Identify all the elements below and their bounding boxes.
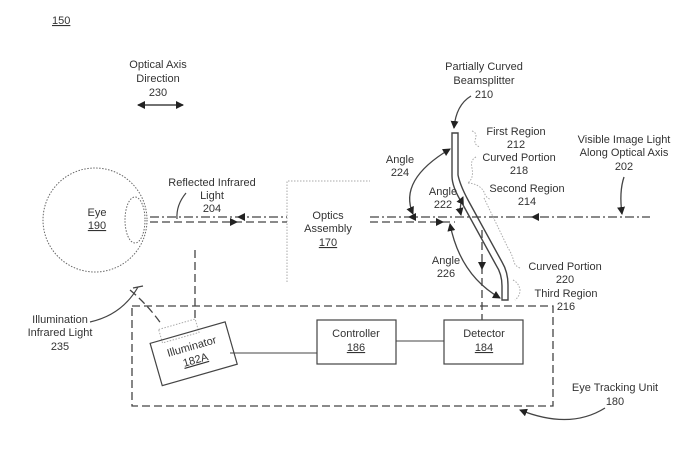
svg-text:235: 235: [51, 341, 69, 353]
svg-text:Illumination: Illumination: [32, 314, 88, 326]
svg-text:170: 170: [319, 237, 337, 249]
arrow-left-icon: [237, 213, 245, 221]
svg-text:Angle: Angle: [429, 186, 457, 198]
eye-lens: [124, 196, 146, 244]
leader-arrow: [450, 95, 472, 129]
brace-second-region: [467, 182, 491, 200]
svg-text:180: 180: [606, 396, 624, 408]
svg-text:222: 222: [434, 199, 452, 211]
eye-tracking-unit-box: [131, 305, 554, 407]
svg-text:Infrared Light: Infrared Light: [28, 327, 93, 339]
brace-curved-portion-218: [467, 156, 477, 184]
second-region-label: Second Region 214: [489, 183, 564, 208]
svg-text:230: 230: [149, 87, 167, 99]
svg-text:Partially Curved: Partially Curved: [445, 61, 523, 73]
optics-assembly-label: Optics Assembly 170: [304, 210, 352, 249]
optical-axis-direction-label: Optical Axis Direction 230: [129, 59, 187, 99]
svg-text:Beamsplitter: Beamsplitter: [453, 75, 514, 87]
svg-text:Assembly: Assembly: [304, 223, 352, 235]
svg-text:Optical Axis: Optical Axis: [129, 59, 187, 71]
reflected-infrared-light-label: Reflected Infrared Light 204: [168, 177, 255, 215]
arrow-right-icon: [436, 218, 444, 226]
svg-text:226: 226: [437, 268, 455, 280]
svg-text:Direction: Direction: [136, 73, 179, 85]
svg-text:Reflected Infrared: Reflected Infrared: [168, 177, 255, 189]
svg-text:214: 214: [518, 196, 536, 208]
angle-222-label: Angle 222: [429, 186, 457, 211]
svg-text:204: 204: [203, 203, 221, 215]
beamsplitter-label: Partially Curved Beamsplitter 210: [445, 61, 523, 101]
angle-226-arc: [447, 223, 501, 299]
svg-text:Eye: Eye: [88, 207, 107, 219]
arrow-left-icon: [531, 213, 539, 221]
illumination-infrared-light-path: [129, 289, 163, 326]
svg-text:224: 224: [391, 167, 409, 179]
leader-line: [89, 286, 139, 323]
svg-text:Third Region: Third Region: [535, 288, 598, 300]
curved-portion-220-label: Curved Portion 220: [528, 261, 601, 286]
detector-box: [443, 319, 524, 365]
svg-text:210: 210: [475, 89, 493, 101]
illumination-infrared-light-label: Illumination Infrared Light 235: [28, 314, 93, 353]
svg-text:Visible Image Light: Visible Image Light: [578, 134, 671, 146]
svg-text:Curved Portion: Curved Portion: [528, 261, 601, 273]
svg-text:Light: Light: [200, 190, 224, 202]
eye: Eye 190: [42, 167, 148, 273]
svg-text:220: 220: [556, 274, 574, 286]
brace-second-region-lower: [483, 197, 521, 269]
brace-third-region: [512, 279, 521, 301]
svg-text:Controller: Controller: [332, 328, 380, 340]
brace-first-region: [471, 130, 481, 148]
leader-arrow: [519, 407, 606, 421]
visible-image-light-label: Visible Image Light Along Optical Axis 2…: [578, 134, 671, 173]
svg-text:190: 190: [88, 220, 106, 232]
svg-text:Second Region: Second Region: [489, 183, 564, 195]
detector: Detector 184: [443, 319, 524, 365]
illuminator: Illuminator 182A: [149, 318, 238, 387]
arrow-left-icon: [408, 213, 416, 221]
svg-text:Eye Tracking Unit: Eye Tracking Unit: [572, 382, 658, 394]
controller: Controller 186: [316, 319, 397, 365]
curved-portion-218-label: Curved Portion 218: [482, 152, 555, 177]
angle-224-arc: [406, 148, 451, 215]
angle-224-label: Angle 224: [386, 154, 414, 179]
optics-assembly-outline: [286, 180, 370, 282]
arrow-down-icon: [478, 262, 486, 270]
svg-text:Angle: Angle: [432, 255, 460, 267]
angle-226-label: Angle 226: [432, 255, 460, 280]
svg-text:212: 212: [507, 139, 525, 151]
svg-text:First Region: First Region: [486, 126, 545, 138]
eye-tracking-unit-label: Eye Tracking Unit 180: [572, 382, 658, 408]
arrow-right-icon: [230, 218, 238, 226]
svg-text:186: 186: [347, 342, 365, 354]
svg-text:Detector: Detector: [463, 328, 505, 340]
svg-text:Along Optical Axis: Along Optical Axis: [580, 147, 669, 159]
eye-circle: [42, 167, 148, 273]
angle-222-arc: [455, 196, 464, 216]
controller-box: [316, 319, 397, 365]
svg-text:Angle: Angle: [386, 154, 414, 166]
svg-text:184: 184: [475, 342, 493, 354]
svg-text:216: 216: [557, 301, 575, 313]
partially-curved-beamsplitter: [451, 132, 509, 301]
illuminator-emitter: [158, 318, 200, 344]
leader-line: [176, 192, 187, 220]
figure-number: 150: [52, 15, 70, 27]
svg-text:202: 202: [615, 161, 633, 173]
first-region-label: First Region 212: [486, 126, 545, 151]
leader-arrow: [617, 176, 626, 215]
illuminator-box: [149, 321, 238, 387]
svg-text:Curved Portion: Curved Portion: [482, 152, 555, 164]
svg-text:218: 218: [510, 165, 528, 177]
svg-text:Optics: Optics: [312, 210, 344, 222]
third-region-label: Third Region 216: [535, 288, 598, 313]
